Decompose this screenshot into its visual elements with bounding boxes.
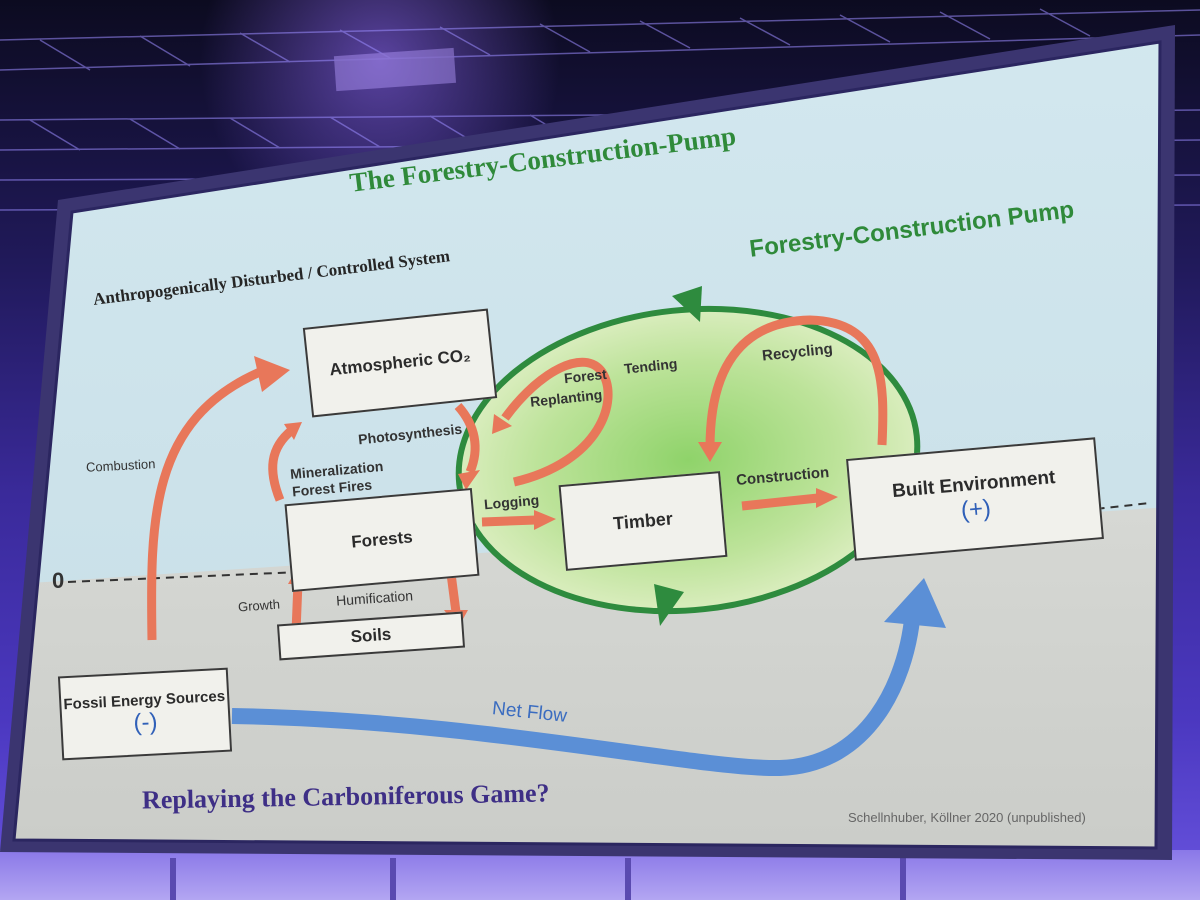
net-flow-arrow (231, 619, 920, 777)
construction-arrow (741, 493, 819, 511)
soils-label: Soils (350, 624, 392, 647)
growth-label: Growth (237, 596, 281, 615)
replanting-loop-arrow (501, 357, 613, 487)
built-environment-sign: (+) (959, 494, 993, 525)
fossil-energy-sign: (-) (132, 707, 159, 737)
mineralization-arrowhead (284, 422, 302, 440)
forests-label: Forests (350, 527, 414, 552)
timber-box: Timber (558, 471, 728, 571)
forests-box: Forests (284, 487, 480, 593)
recycling-loop-arrow (705, 315, 888, 449)
mineralization-arrow (268, 426, 295, 502)
timber-label: Timber (612, 507, 674, 534)
pump-arrowhead-bottom (654, 584, 684, 626)
construction-arrowhead (816, 488, 838, 508)
atmospheric-co2-label: Atmospheric CO₂ (328, 345, 472, 380)
net-flow-arrowhead (884, 578, 946, 628)
photosynthesis-arrow (454, 403, 480, 474)
floor-seam (390, 858, 396, 900)
built-environment-box: Built Environment (+) (846, 437, 1104, 561)
photosynthesis-arrowhead (458, 470, 480, 490)
logging-arrow (481, 515, 537, 527)
combustion-arrow (147, 367, 262, 641)
fossil-energy-box: Fossil Energy Sources (-) (57, 667, 233, 761)
floor-seam (170, 858, 176, 900)
zero-label: 0 (52, 568, 65, 593)
pump-arrowhead-top (672, 286, 702, 322)
replanting-arrowhead (492, 414, 512, 434)
credit-label: Schellnhuber, Köllner 2020 (unpublished) (848, 810, 1086, 825)
recycling-arrowhead (698, 442, 722, 462)
floor-seam (625, 858, 631, 900)
logging-arrowhead (534, 510, 556, 530)
floor-seam (900, 858, 906, 900)
combustion-arrowhead (254, 356, 290, 392)
